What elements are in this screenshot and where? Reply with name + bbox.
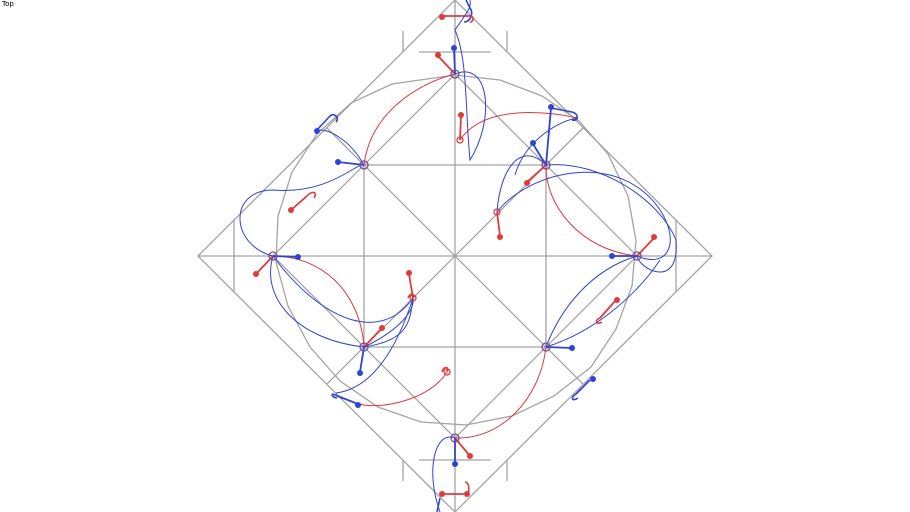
vertex-node[interactable]: [541, 160, 551, 170]
blue-stroke: [545, 107, 552, 166]
vertex-node[interactable]: [450, 433, 460, 443]
blue-arc: [270, 255, 414, 348]
blue-arc: [272, 255, 414, 323]
red-handle[interactable]: [497, 234, 503, 240]
red-hook: [595, 317, 603, 325]
blue-hook: [331, 393, 338, 399]
blue-handle[interactable]: [335, 159, 341, 165]
blue-hook: [315, 113, 339, 132]
blue-hook: [436, 497, 441, 512]
blue-arc: [363, 297, 414, 348]
blue-arc: [545, 164, 677, 273]
blue-handle[interactable]: [295, 254, 301, 260]
blue-handle[interactable]: [314, 128, 320, 134]
vertex-node[interactable]: [359, 342, 369, 352]
red-hook: [407, 293, 415, 299]
red-handle[interactable]: [524, 180, 530, 186]
hooks: [306, 0, 603, 512]
red-stroke: [290, 195, 308, 211]
view-label: Top: [2, 0, 14, 8]
vertex-node[interactable]: [541, 342, 551, 352]
red-arc: [459, 112, 579, 141]
blue-arc: [454, 0, 487, 162]
red-hook: [441, 366, 449, 373]
blue-arc: [545, 255, 638, 348]
blue-arcs: [239, 0, 677, 512]
blue-handle[interactable]: [569, 345, 575, 351]
outer-square: [197, 0, 713, 512]
blue-handle[interactable]: [609, 253, 615, 259]
red-stroke: [496, 211, 501, 237]
red-handle[interactable]: [467, 453, 473, 459]
vertex-node[interactable]: [268, 251, 278, 261]
red-hook: [306, 191, 317, 199]
red-handle[interactable]: [464, 491, 470, 497]
blue-arc: [514, 117, 579, 176]
red-handle[interactable]: [253, 271, 259, 277]
vertex-node[interactable]: [456, 136, 464, 144]
blue-arc: [545, 259, 661, 348]
vertex-nodes: [268, 69, 642, 443]
blue-arc: [335, 297, 414, 394]
blue-stroke: [575, 379, 591, 395]
red-handle[interactable]: [406, 270, 412, 276]
red-stroke: [599, 299, 617, 319]
vertex-node[interactable]: [359, 160, 369, 170]
blue-handle[interactable]: [355, 402, 361, 408]
vertex-node[interactable]: [409, 294, 417, 302]
red-handle[interactable]: [614, 297, 620, 303]
red-arc: [454, 346, 547, 439]
red-handle[interactable]: [379, 325, 385, 331]
red-arc: [358, 371, 448, 407]
vertex-node[interactable]: [632, 251, 642, 261]
blue-stroke: [334, 394, 359, 405]
red-handle[interactable]: [439, 14, 445, 20]
blue-hook: [571, 393, 579, 401]
vertex-node[interactable]: [443, 368, 451, 376]
red-arc: [363, 73, 456, 166]
red-handle[interactable]: [651, 234, 657, 240]
blue-arc: [496, 155, 547, 213]
red-hook: [469, 15, 474, 23]
handle-dots: [253, 14, 657, 497]
red-handle[interactable]: [458, 112, 464, 118]
red-handle[interactable]: [435, 52, 441, 58]
blue-handle[interactable]: [548, 104, 554, 110]
vertex-node[interactable]: [450, 69, 460, 79]
blue-handle[interactable]: [590, 376, 596, 382]
polygon-24: [275, 74, 637, 426]
blue-handle[interactable]: [452, 461, 458, 467]
blue-handle[interactable]: [357, 370, 363, 376]
red-stroke: [459, 115, 462, 141]
blue-hook: [550, 107, 579, 122]
vertex-node[interactable]: [493, 208, 501, 216]
red-handle[interactable]: [288, 207, 294, 213]
blue-handle[interactable]: [530, 140, 536, 146]
blue-arc: [239, 164, 365, 257]
blue-arc: [432, 436, 456, 512]
blue-arc: [319, 129, 365, 166]
blue-handle[interactable]: [451, 45, 457, 51]
blue-arc: [496, 171, 671, 261]
red-handle[interactable]: [439, 491, 445, 497]
